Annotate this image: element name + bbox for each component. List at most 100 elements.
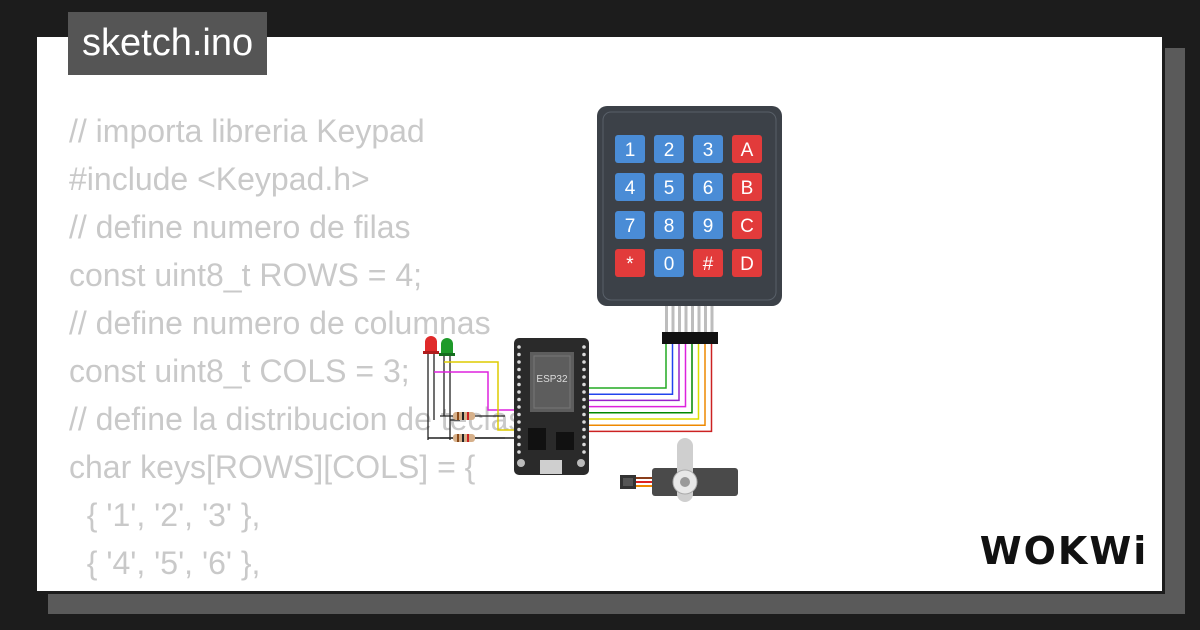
- keypad-key-label: 4: [625, 178, 636, 199]
- keypad-key[interactable]: 8: [654, 211, 684, 239]
- code-line: #include <Keypad.h>: [69, 161, 370, 197]
- keypad-key[interactable]: C: [732, 211, 762, 239]
- keypad-pin: [710, 306, 714, 334]
- keypad-key[interactable]: B: [732, 173, 762, 201]
- svg-text:WOKWi: WOKWi: [980, 529, 1149, 573]
- keypad-key-label: 6: [703, 178, 714, 199]
- keypad-key[interactable]: 5: [654, 173, 684, 201]
- keypad-key-label: D: [740, 254, 754, 275]
- esp32-pin: [582, 442, 586, 447]
- keypad-key-label: B: [741, 178, 754, 199]
- keypad-header: [662, 332, 718, 344]
- code-line: // define numero de filas: [69, 209, 411, 245]
- keypad-key-label: C: [740, 216, 754, 237]
- esp32-label: ESP32: [536, 374, 568, 385]
- esp32-pin: [517, 360, 521, 364]
- esp32-pin: [517, 435, 521, 439]
- led-red[interactable]: [423, 336, 439, 440]
- keypad-pin: [684, 306, 688, 334]
- keypad-key[interactable]: #: [693, 249, 723, 277]
- code-line: { '1', '2', '3' },: [69, 497, 261, 533]
- keypad-key[interactable]: 0: [654, 249, 684, 277]
- esp32-pin: [517, 405, 521, 409]
- esp32-pin: [517, 450, 521, 454]
- keypad-pin: [671, 306, 675, 334]
- keypad-pin: [704, 306, 707, 334]
- esp32-board[interactable]: ESP32: [514, 338, 589, 475]
- esp32-pin: [517, 420, 521, 424]
- keypad-key[interactable]: 9: [693, 211, 723, 239]
- servo-motor[interactable]: [620, 438, 738, 502]
- keypad-key-label: 7: [625, 216, 636, 237]
- keypad-pin: [691, 306, 694, 334]
- keypad-key[interactable]: 4: [615, 173, 645, 201]
- keypad-pin: [678, 306, 681, 334]
- code-preview: // importa libreria Keypad #include <Keyp…: [69, 107, 525, 591]
- keypad-key[interactable]: 2: [654, 135, 684, 163]
- keypad-4x4[interactable]: 1 2 3 A 4 5 6 B 7 8 9 C * 0 # D: [597, 106, 782, 344]
- esp32-pin: [582, 367, 586, 372]
- keypad-key[interactable]: 6: [693, 173, 723, 201]
- esp32-pin: [517, 345, 521, 349]
- keypad-key[interactable]: *: [615, 249, 645, 277]
- esp32-pin: [517, 382, 521, 387]
- esp32-pin: [517, 367, 521, 372]
- led-green[interactable]: [439, 338, 455, 440]
- filename-label: sketch.ino: [68, 12, 268, 75]
- esp32-pin: [582, 360, 586, 364]
- code-line: char keys[ROWS][COLS] = {: [69, 449, 476, 485]
- keypad-key-label: 8: [664, 216, 675, 237]
- keypad-wires: [589, 344, 713, 433]
- keypad-wire: [589, 344, 680, 402]
- led-wires: [428, 361, 515, 439]
- keypad-key-label: 2: [664, 140, 675, 161]
- code-line: // importa libreria Keypad: [69, 113, 425, 149]
- keypad-wire: [589, 344, 706, 426]
- esp32-pin: [582, 397, 586, 402]
- keypad-key-label: #: [703, 254, 714, 275]
- code-line: // define numero de columnas: [69, 305, 491, 341]
- resistor-1[interactable]: [453, 412, 475, 420]
- esp32-pin: [582, 390, 586, 394]
- keypad-key-label: 5: [664, 178, 675, 199]
- keypad-pin: [665, 306, 668, 334]
- esp32-pin: [517, 412, 521, 417]
- keypad-key-label: *: [626, 254, 634, 275]
- keypad-wire: [589, 344, 674, 395]
- esp32-module: [530, 352, 574, 412]
- esp32-pin: [582, 345, 586, 349]
- code-line: // define la distribucion de teclas: [69, 401, 525, 437]
- keypad-key-label: 3: [703, 140, 714, 161]
- keypad-wire: [589, 344, 667, 389]
- esp32-pin: [517, 390, 521, 394]
- esp32-pin: [517, 442, 521, 447]
- esp32-pin: [582, 375, 586, 379]
- keypad-key[interactable]: 3: [693, 135, 723, 163]
- resistor-2[interactable]: [453, 434, 475, 442]
- keypad-key-label: 9: [703, 216, 714, 237]
- keypad-key-label: 0: [664, 254, 675, 275]
- esp32-pin: [517, 397, 521, 402]
- esp32-pin: [582, 412, 586, 417]
- esp32-pin: [582, 427, 586, 432]
- wokwi-logo: WOKWi: [980, 529, 1149, 573]
- esp32-pin: [582, 450, 586, 454]
- keypad-key[interactable]: 1: [615, 135, 645, 163]
- code-line: const uint8_t COLS = 3;: [69, 353, 410, 389]
- keypad-key[interactable]: A: [732, 135, 762, 163]
- esp32-pin: [517, 375, 521, 379]
- esp32-pin: [582, 435, 586, 439]
- esp32-pin: [517, 427, 521, 432]
- esp32-pin: [582, 382, 586, 387]
- esp32-pin: [582, 405, 586, 409]
- keypad-key[interactable]: 7: [615, 211, 645, 239]
- esp32-pin: [517, 352, 521, 357]
- keypad-wire: [589, 344, 700, 420]
- esp32-pin: [582, 352, 586, 357]
- keypad-key-label: 1: [625, 140, 636, 161]
- keypad-key-label: A: [741, 140, 754, 161]
- keypad-wire: [589, 344, 693, 414]
- keypad-key[interactable]: D: [732, 249, 762, 277]
- keypad-wire: [589, 344, 687, 408]
